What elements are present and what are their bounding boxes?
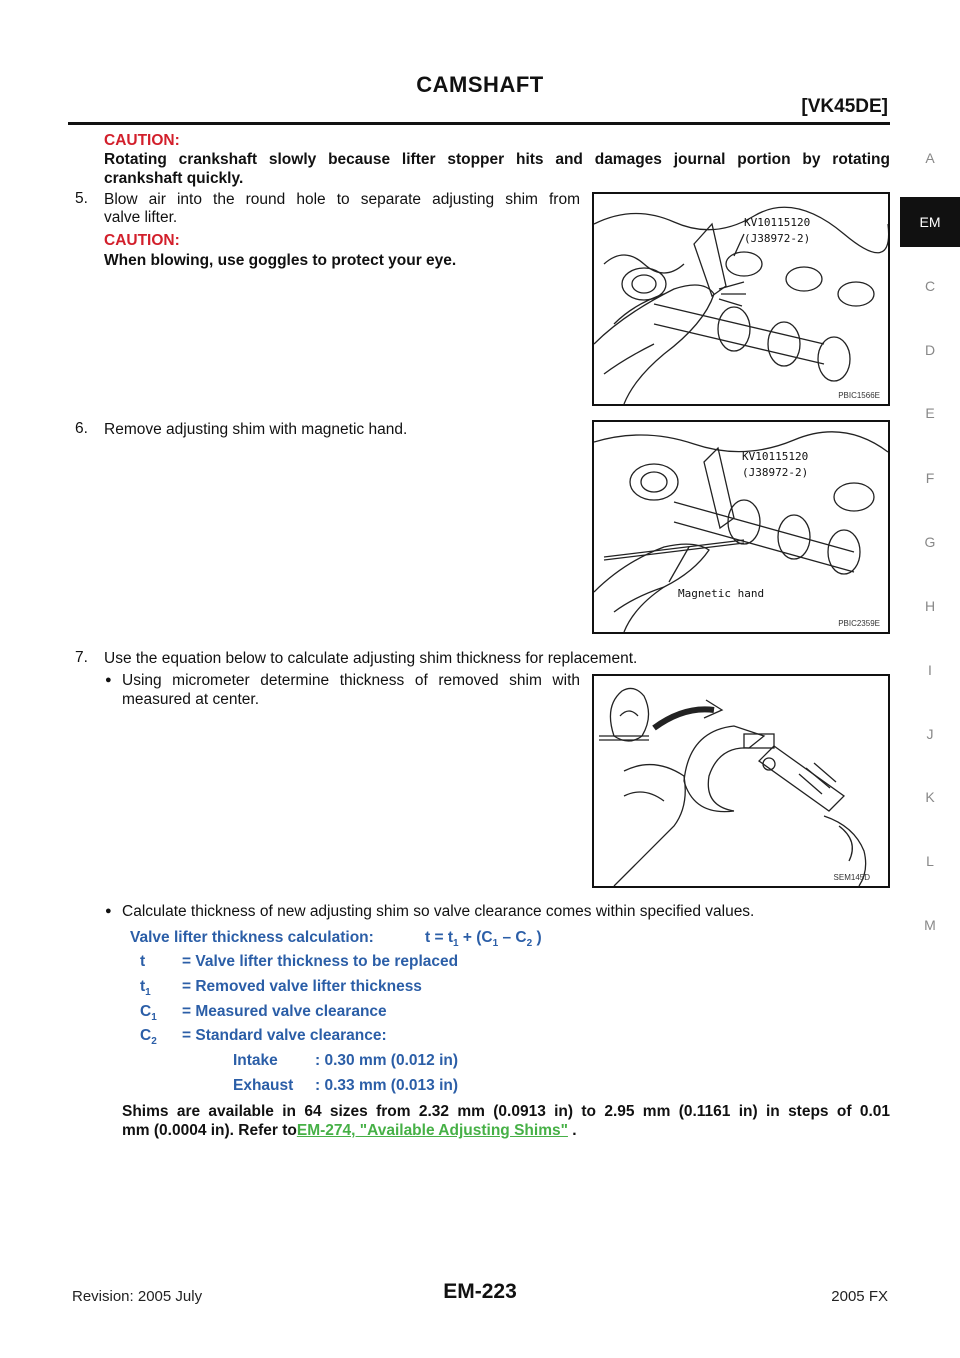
tool-number-2-alt: (J38972-2) — [742, 466, 808, 479]
bullet2-text: Calculate thickness of new adjusting shi… — [122, 903, 755, 920]
tool-number-2: KV10115120 — [742, 450, 808, 463]
section-tab-h[interactable]: H — [924, 598, 936, 614]
def-symbol-t: t — [140, 953, 146, 970]
figure-micrometer: SEM145D — [592, 674, 890, 888]
section-tab-e[interactable]: E — [925, 405, 935, 421]
bullet-dot-1: ● — [105, 674, 112, 686]
section-tab-k[interactable]: K — [925, 789, 935, 805]
bullet1-line1: Using micrometer determine thickness of … — [122, 672, 580, 689]
section-index: A EM C D E F G H I J K L M — [900, 0, 960, 1358]
figure-id-2: PBIC2359E — [838, 619, 880, 628]
figure-id-1: PBIC1566E — [838, 391, 880, 400]
magnetic-hand-callout: Magnetic hand — [678, 587, 764, 600]
link-available-adjusting-shims[interactable]: EM-274, "Available Adjusting Shims" — [296, 1122, 568, 1139]
model-year: 2005 FX — [831, 1288, 888, 1305]
intake-value: : 0.30 mm (0.012 in) — [315, 1052, 459, 1069]
page-title: CAMSHAFT — [416, 72, 544, 97]
tool-number-1: KV10115120 — [744, 216, 810, 229]
step-number-7: 7. — [75, 649, 88, 666]
engine-code: [VK45DE] — [801, 96, 888, 117]
shims-note-line1: Shims are available in 64 sizes from 2.3… — [122, 1103, 890, 1120]
section-tab-a[interactable]: A — [925, 150, 935, 166]
step5-caution-text: When blowing, use goggles to protect you… — [104, 252, 457, 269]
exhaust-value: : 0.33 mm (0.013 in) — [315, 1077, 459, 1094]
page-number: EM-223 — [443, 1280, 517, 1303]
bullet-dot-2: ● — [105, 905, 112, 917]
step5-line2: valve lifter. — [104, 209, 178, 226]
step5-line1: Blow air into the round hole to separate… — [104, 191, 580, 208]
shims-note-line2: mm (0.0004 in). Refer toEM-274, "Availab… — [122, 1122, 577, 1139]
figure-magnetic-hand: KV10115120 (J38972-2) Magnetic hand PBIC… — [592, 420, 890, 634]
def-symbol-t1: t1 — [140, 978, 151, 999]
caution-text-line2: crankshaft quickly. — [104, 170, 244, 187]
formula-label: Valve lifter thickness calculation: — [130, 929, 374, 946]
header-rule — [68, 122, 890, 125]
micrometer-illustration — [599, 687, 867, 886]
step7-text: Use the equation below to calculate adju… — [104, 650, 638, 667]
step5-caution-label: CAUTION: — [104, 232, 180, 249]
revision-date: Revision: 2005 July — [72, 1288, 203, 1305]
engine-head-illustration-1: KV10115120 (J38972-2) — [594, 206, 888, 404]
engine-head-illustration-2: KV10115120 (J38972-2) Magnetic hand — [594, 431, 888, 632]
caution-text-line1: Rotating crankshaft slowly because lifte… — [104, 151, 890, 168]
section-tab-i[interactable]: I — [928, 662, 932, 678]
section-tab-m[interactable]: M — [924, 917, 936, 933]
section-tab-c[interactable]: C — [924, 278, 936, 294]
section-tab-em-active[interactable]: EM — [900, 197, 960, 247]
section-tab-l[interactable]: L — [926, 853, 934, 869]
def-symbol-c2: C2 — [140, 1027, 157, 1048]
formula-equation: t = t1 + (C1 – C2 ) — [425, 929, 542, 950]
def-symbol-c1: C1 — [140, 1003, 157, 1024]
tool-number-1-alt: (J38972-2) — [744, 232, 810, 245]
figure-id-3: SEM145D — [833, 873, 870, 882]
def-text-t1: = Removed valve lifter thickness — [182, 978, 422, 995]
step-number-5: 5. — [75, 190, 88, 207]
section-tab-f[interactable]: F — [925, 470, 935, 486]
bullet1-line2: measured at center. — [122, 691, 259, 708]
section-tab-j[interactable]: J — [926, 726, 934, 742]
exhaust-label: Exhaust — [233, 1077, 294, 1094]
step6-text: Remove adjusting shim with magnetic hand… — [104, 421, 408, 438]
section-tab-g[interactable]: G — [924, 534, 936, 550]
section-tab-d[interactable]: D — [924, 342, 936, 358]
figure-blow-air: KV10115120 (J38972-2) PBIC1566E — [592, 192, 890, 406]
def-text-c2: = Standard valve clearance: — [182, 1027, 387, 1044]
caution-label: CAUTION: — [104, 132, 180, 149]
step-number-6: 6. — [75, 420, 88, 437]
def-text-t: = Valve lifter thickness to be replaced — [182, 953, 459, 970]
intake-label: Intake — [233, 1052, 278, 1069]
def-text-c1: = Measured valve clearance — [182, 1003, 387, 1020]
